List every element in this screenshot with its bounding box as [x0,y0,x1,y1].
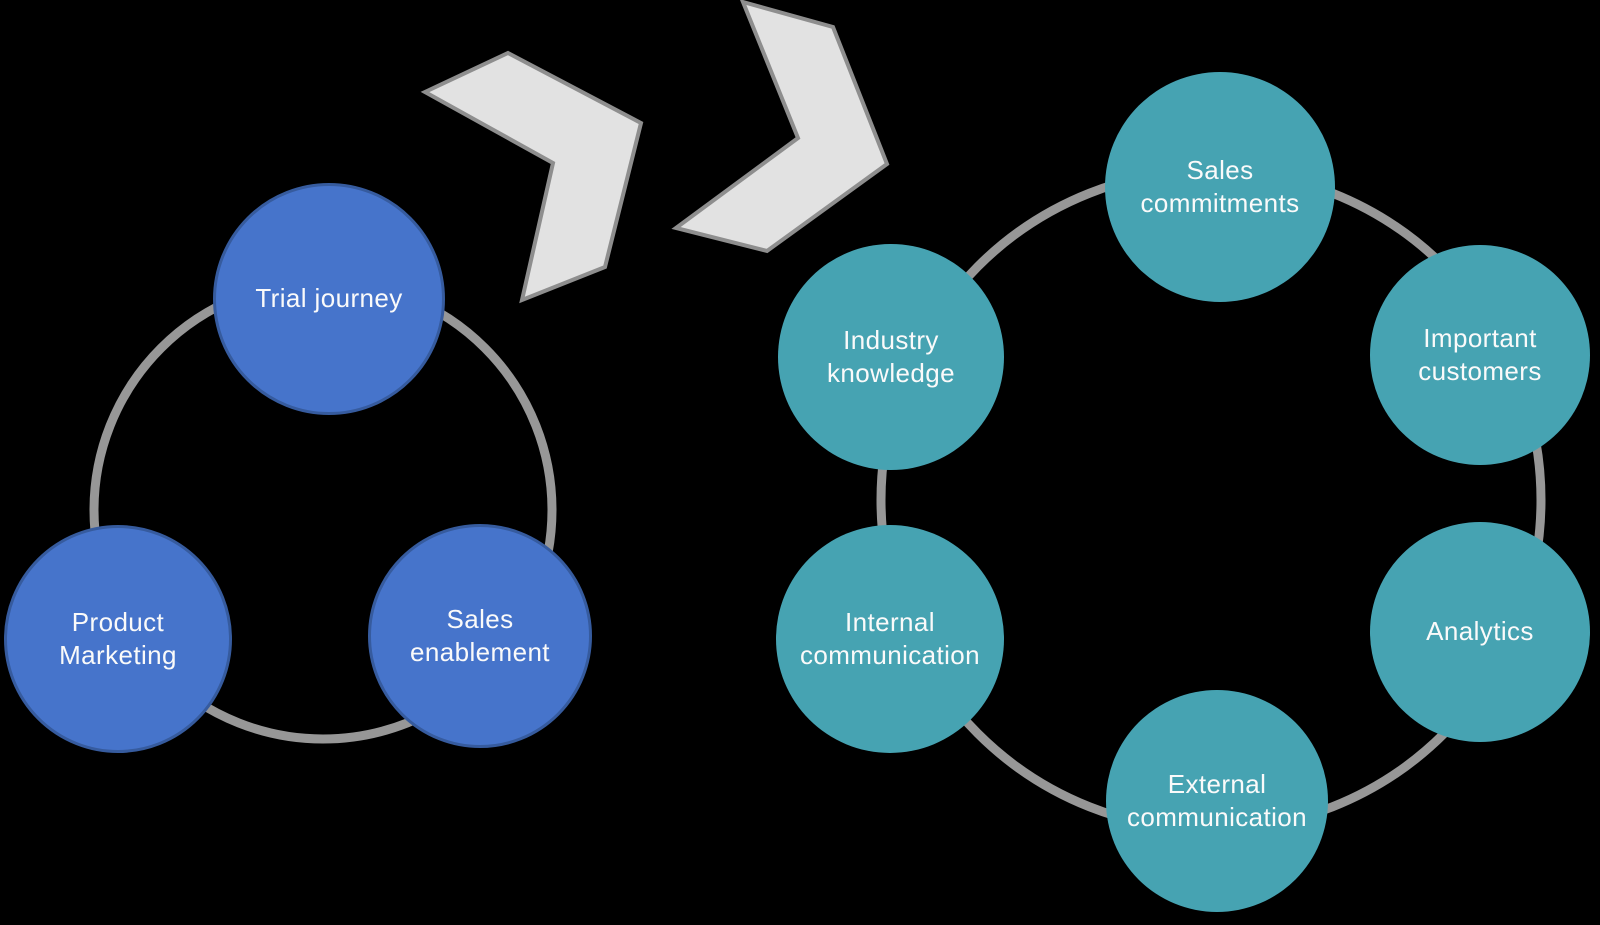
node-label: Sales commitments [1140,154,1300,218]
node-label: Internal communication [799,606,981,670]
chevron-right-icon [671,0,890,254]
cycle-node-product-marketing: Product Marketing [4,525,232,753]
cycle-node-important-customers: Important customers [1370,245,1590,465]
node-label: External communication [1126,768,1308,832]
cycle-node-industry-knowledge: Industry knowledge [778,244,1004,470]
cycle-node-sales-enablement: Sales enablement [368,524,592,748]
cycle-node-internal-communication: Internal communication [776,525,1004,753]
cycle-node-trial-journey: Trial journey [213,183,445,415]
cycle-node-sales-commitments: Sales commitments [1105,72,1335,302]
cycle-node-external-communication: External communication [1106,690,1328,912]
node-label: Product Marketing [59,606,177,670]
node-label: Analytics [1426,616,1534,647]
node-label: Industry knowledge [827,324,955,388]
node-label: Sales enablement [410,603,550,667]
chevron-right-icon [420,50,644,304]
cycle-node-analytics: Analytics [1370,522,1590,742]
node-label: Trial journey [255,283,403,314]
node-label: Important customers [1418,322,1542,386]
